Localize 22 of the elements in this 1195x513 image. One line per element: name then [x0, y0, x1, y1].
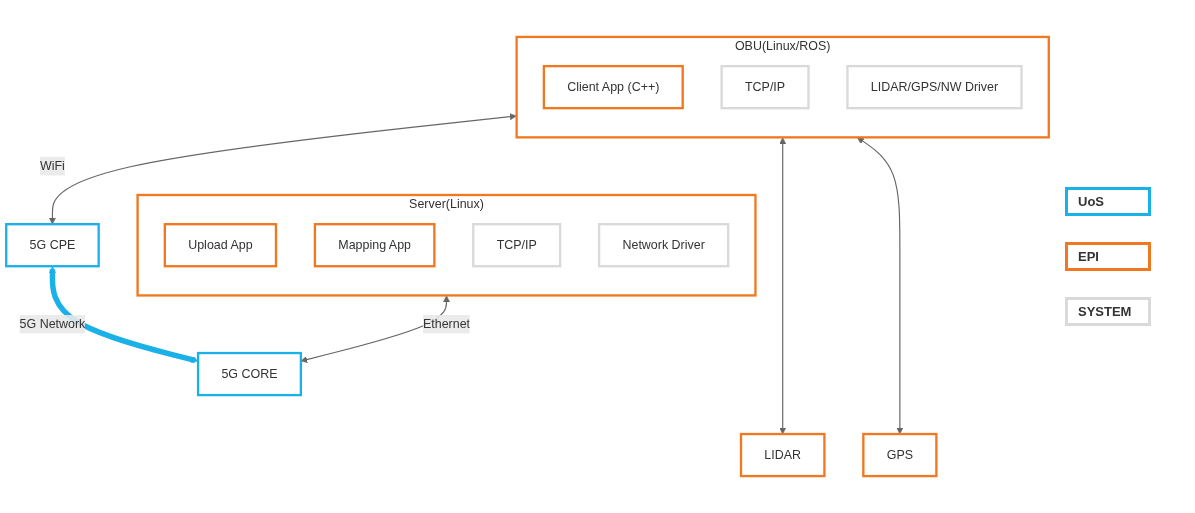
node-box: TCP/IP [720, 64, 810, 110]
node-box: GPS [862, 432, 938, 478]
arrow [779, 137, 787, 435]
edge-label: WiFi [39, 159, 65, 173]
node-box: LIDAR [739, 432, 826, 478]
node-box: 5G CPE [5, 223, 100, 268]
node-box: Client App (C++) [542, 64, 684, 110]
node-box: Mapping App [313, 223, 436, 268]
edge-label: Ethernet [422, 317, 471, 331]
arrow [49, 113, 517, 225]
node-box: Upload App [163, 223, 278, 268]
node-box: Network Driver [597, 223, 730, 268]
arrow [300, 295, 450, 363]
legend-entry: UoS [1065, 187, 1151, 216]
arrow [857, 137, 904, 435]
node-box: LIDAR/GPS/NW Driver [846, 64, 1023, 110]
node-box: 5G CORE [196, 351, 303, 397]
legend-entry: EPI [1065, 242, 1151, 271]
edge-label: 5G Network [19, 317, 86, 331]
node-box: TCP/IP [472, 223, 562, 268]
legend-entry: SYSTEM [1065, 297, 1151, 326]
arrow [49, 266, 199, 363]
